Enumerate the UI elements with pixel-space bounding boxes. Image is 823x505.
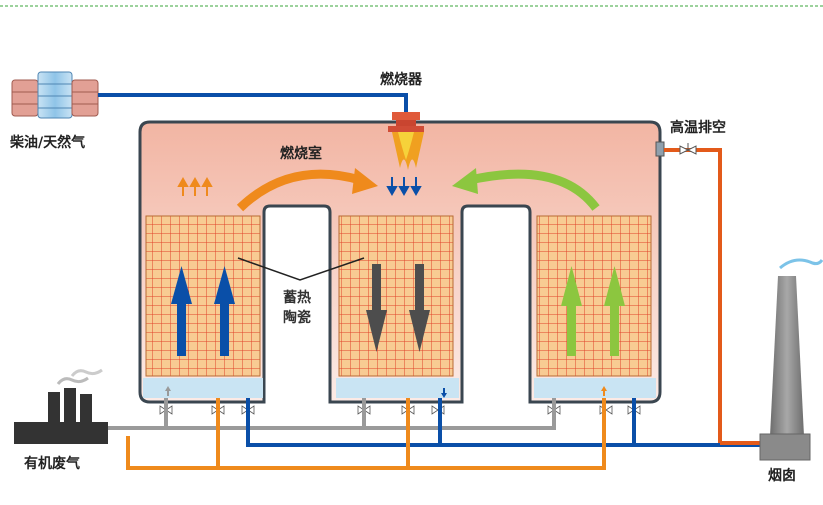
burner-flame-icon [388,112,424,170]
arrows-down-dark [366,264,430,352]
valve-icon [679,143,697,155]
flow-arrow-green [469,169,600,211]
burner-label: 燃烧器 [380,71,423,88]
ceramic-label-line2: 陶瓷 [283,309,311,326]
plenum-left [143,378,263,398]
ceramic-bed-right [536,215,652,377]
orange-header [126,398,606,470]
factory-icon [14,368,108,444]
flow-arrow-orange [236,169,362,212]
fuel-tank-icon [11,71,99,119]
ceramic-label-line1: 蓄热 [283,289,311,306]
valve-icon [159,405,641,415]
combustion-chamber-label: 燃烧室 [280,145,322,162]
chimney-label: 烟囱 [768,467,796,484]
plenum-indicators [165,386,607,398]
ceramic-pointer [237,257,365,281]
fuel-label: 柴油/天然气 [9,134,85,151]
high-temp-vent-line [664,148,722,443]
plenum-right [534,378,656,398]
ceramic-bed-middle [338,215,454,377]
exhaust-source-label: 有机废气 [24,455,80,472]
flow-arrow-orange-head [352,168,378,194]
fuel-line [98,93,408,115]
up-arrows-small [177,176,213,196]
down-arrows-small [386,177,422,197]
arrows-up-blue [171,266,235,356]
plenum-middle [336,378,459,398]
flow-arrow-green-head [452,168,478,194]
blue-header [246,398,760,447]
chimney-icon [759,258,823,461]
arrows-up-green [561,266,625,356]
high-temp-vent-label: 高温排空 [670,119,726,136]
vent-port [655,141,665,157]
ceramic-bed-left [145,215,261,377]
